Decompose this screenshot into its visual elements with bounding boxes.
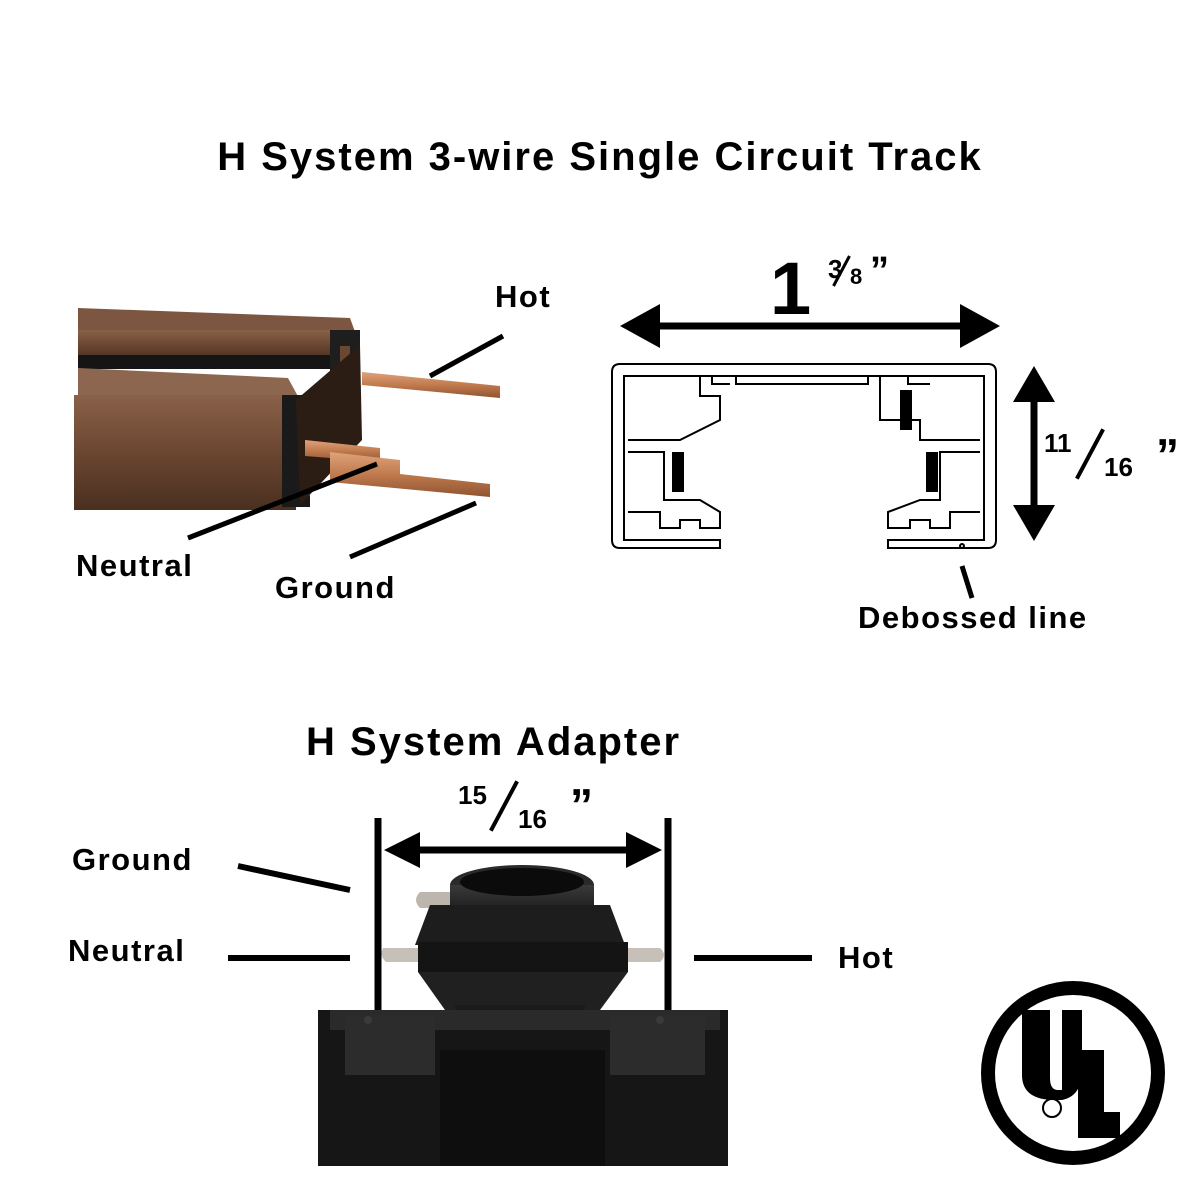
adapter-title: H System Adapter <box>306 720 682 764</box>
track-height-numerator: 11 <box>1044 428 1072 458</box>
track-photo <box>74 308 500 510</box>
track-height-denominator: 16 <box>1104 452 1133 482</box>
hot-leader <box>428 333 505 379</box>
track-width-denominator: 8 <box>850 264 863 289</box>
adapter-hot-label: Hot <box>838 940 895 975</box>
neutral-leader <box>187 461 378 541</box>
track-width-arrow <box>620 304 1000 348</box>
adapter-neutral-label: Neutral <box>68 933 186 968</box>
track-ground-label: Ground <box>275 570 396 605</box>
track-cross-section <box>611 363 997 549</box>
debossed-line-label: Debossed line <box>858 600 1088 635</box>
track-height-arrow <box>1013 366 1055 541</box>
neutral-tab <box>381 948 430 962</box>
neutral-contact <box>672 452 684 492</box>
track-title: H System 3-wire Single Circuit Track <box>217 135 983 179</box>
adapter-width-arrow <box>384 832 662 868</box>
adapter-width-numerator: 15 <box>458 780 487 810</box>
adapter-photo <box>318 865 728 1166</box>
adapter-width-inch-mark: ” <box>570 779 593 831</box>
adapter-ground-label: Ground <box>72 842 193 877</box>
ground-contact <box>926 452 938 492</box>
ground-leader <box>349 500 477 560</box>
ul-logo <box>981 981 1165 1165</box>
track-width-whole: 1 <box>770 247 812 330</box>
debossed-leader <box>959 565 975 599</box>
adapter-ground-leader <box>237 863 351 893</box>
hot-contact <box>900 390 912 430</box>
track-width-inch-mark: ” <box>870 250 889 292</box>
ground-wire <box>330 452 490 497</box>
track-hot-label: Hot <box>495 279 552 314</box>
track-height-inch-mark: ” <box>1156 429 1179 481</box>
adapter-width-denominator: 16 <box>518 804 547 834</box>
hot-wire <box>362 372 500 398</box>
track-neutral-label: Neutral <box>76 548 194 583</box>
